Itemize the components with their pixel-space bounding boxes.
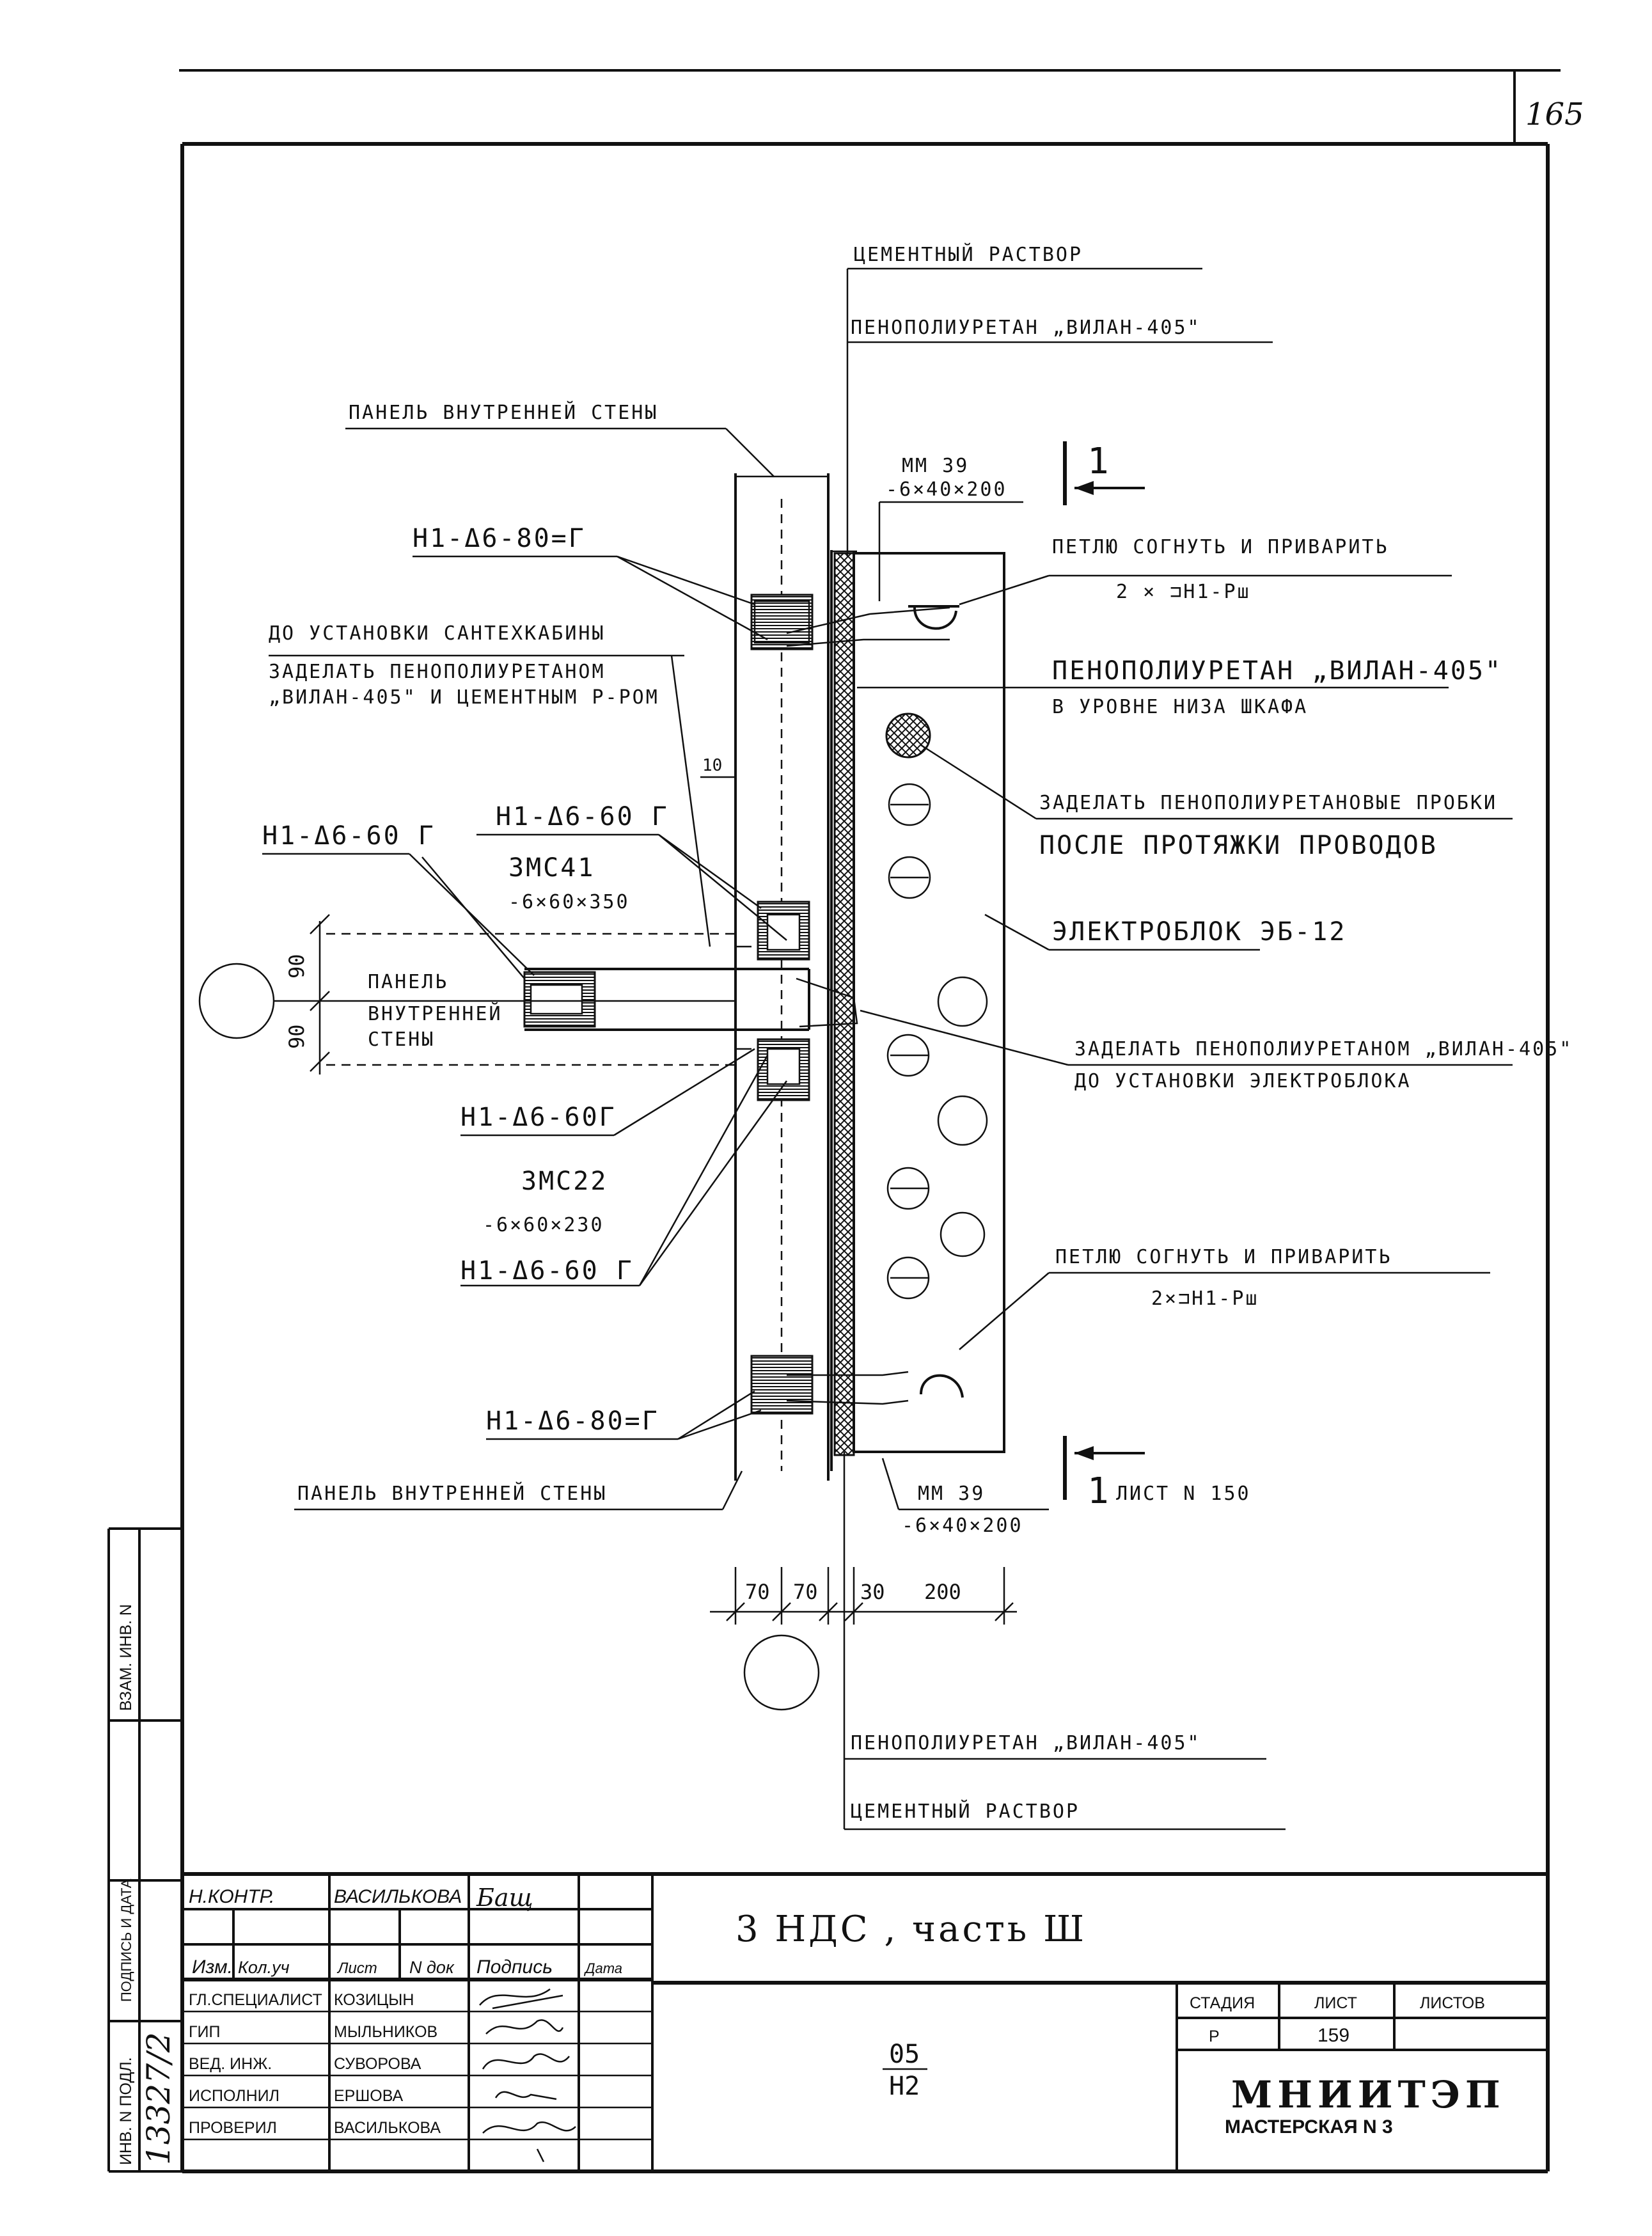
- label-mm39-top: ММ 39: [902, 455, 969, 477]
- tb-row-role: ВЕД. ИНЖ.: [189, 2055, 272, 2073]
- label-seal-eblock-1: ЗАДЕЛАТЬ ПЕНОПОЛИУРЕТАНОМ „ВИЛАН-405": [1074, 1038, 1573, 1060]
- tb-row-name: МЫЛЬНИКОВ: [334, 2023, 437, 2041]
- label-panel-inner-3: СТЕНЫ: [368, 1028, 435, 1051]
- label-dim-30: 30: [860, 1580, 885, 1604]
- label-plugs-1: ЗАДЕЛАТЬ ПЕНОПОЛИУРЕТАНОВЫЕ ПРОБКИ: [1039, 792, 1497, 814]
- axis-circle-bottom: [743, 1634, 820, 1711]
- tb-row-role: ПРОВЕРИЛ: [189, 2119, 277, 2137]
- tb-stage: Р: [1209, 2027, 1220, 2045]
- tb-row-name: СУВОРОВА: [334, 2055, 421, 2073]
- label-foam-cabinet-2: В УРОВНЕ НИЗА ШКАФА: [1052, 696, 1308, 718]
- label-dim-70-a: 70: [745, 1580, 770, 1604]
- signature-marks: [479, 1988, 576, 2162]
- label-loop-bottom-spec: 2×⊐Н1-Рш: [1151, 1287, 1259, 1310]
- label-zmc22-size: -6×60×230: [483, 1214, 604, 1236]
- tb-org-dept: МАСТЕРСКАЯ N 3: [1225, 2116, 1393, 2138]
- label-h1-80-top: Н1-Δ6-80=Г: [413, 524, 586, 553]
- label-panel-top: ПАНЕЛЬ ВНУТРЕННЕЙ СТЕНЫ: [349, 401, 658, 424]
- label-dim-90-a: 90: [285, 954, 309, 979]
- tb-col-data: Дата: [583, 1960, 622, 1976]
- leader-lines: [262, 267, 1513, 1831]
- label-loop-top-spec: 2 × ⊐Н1-Рш: [1116, 581, 1251, 603]
- label-panel-inner-1: ПАНЕЛЬ: [368, 971, 448, 993]
- label-dim-90-b: 90: [285, 1024, 309, 1049]
- label-plugs-2: ПОСЛЕ ПРОТЯЖКИ ПРОВОДОВ: [1039, 831, 1438, 860]
- tb-org-name: МНИИТЭП: [1231, 2073, 1506, 2116]
- label-foam-cabinet-1: ПЕНОПОЛИУРЕТАН „ВИЛАН-405": [1052, 656, 1502, 686]
- label-h1-60-bottom: Н1-Δ6-60 Г: [460, 1256, 634, 1286]
- label-before-cabin-3: „ВИЛАН-405" И ЦЕМЕНТНЫМ Р-РОМ: [269, 686, 659, 709]
- label-panel-bottom: ПАНЕЛЬ ВНУТРЕННЕЙ СТЕНЫ: [297, 1482, 607, 1505]
- tb-row-role: ГЛ.СПЕЦИАЛИСТ: [189, 1991, 322, 2009]
- label-mm39-top-size: -6×40×200: [886, 478, 1007, 501]
- tb-row-name: КОЗИЦЫН: [334, 1991, 414, 2009]
- label-cement-bottom: ЦЕМЕНТНЫЙ РАСТВОР: [851, 1800, 1080, 1823]
- side-stamp: ВЗАМ. ИНВ. N ПОДПИСЬ И ДАТА ИНВ. N ПОДЛ.…: [107, 1527, 182, 2173]
- tb-col-podpis: Подпись: [476, 1956, 553, 1978]
- lower-anchor: [750, 1355, 964, 1415]
- label-dim-200: 200: [924, 1580, 961, 1604]
- stamp-inv-orig: ИНВ. N ПОДЛ.: [117, 2057, 135, 2165]
- label-dim-70-b: 70: [793, 1580, 818, 1604]
- label-foam-bottom: ПЕНОПОЛИУРЕТАН „ВИЛАН-405": [851, 1732, 1201, 1754]
- label-h1-60-lower: Н1-Δ6-60Г: [460, 1103, 617, 1132]
- label-eblock: ЭЛЕКТРОБЛОК ЭБ-12: [1052, 917, 1346, 947]
- label-section-top: 1: [1087, 441, 1111, 482]
- section-marks: [1063, 441, 1145, 1500]
- label-h1-80-bottom: Н1-Δ6-80=Г: [486, 1406, 659, 1436]
- label-section-bottom: 1: [1087, 1470, 1111, 1512]
- stamp-inv-replace: ВЗАМ. ИНВ. N: [117, 1604, 135, 1711]
- tb-row-name: ВАСИЛЬКОВА: [334, 2119, 441, 2137]
- dimension-lines: [310, 776, 1017, 1625]
- tb-row-name: ЕРШОВА: [334, 2087, 404, 2105]
- label-cement-top: ЦЕМЕНТНЫЙ РАСТВОР: [854, 243, 1083, 266]
- axis-circle-left: [198, 963, 275, 1039]
- tb-sheet-label: ЛИСТ: [1314, 1994, 1357, 2012]
- tb-norm-control-role: Н.КОНТР.: [189, 1886, 274, 1907]
- tb-col-ndok: N док: [409, 1958, 455, 1977]
- label-dim-10: 10: [702, 756, 722, 775]
- label-h1-60-mid: Н1-Δ6-60 Г: [496, 802, 669, 831]
- stamp-sign-date: ПОДПИСЬ И ДАТА: [118, 1878, 134, 2002]
- page-number: 165: [1525, 97, 1584, 132]
- tb-col-kol: Кол.уч: [238, 1958, 290, 1977]
- label-h1-60-left: Н1-Δ6-60 Г: [262, 821, 436, 851]
- label-foam-top: ПЕНОПОЛИУРЕТАН „ВИЛАН-405": [851, 317, 1201, 339]
- tb-col-izm: Изм.: [192, 1956, 233, 1978]
- upper-anchor: [750, 594, 959, 650]
- label-before-cabin-1: ДО УСТАНОВКИ САНТЕХКАБИНЫ: [269, 622, 606, 645]
- label-mm39-bottom-size: -6×40×200: [902, 1515, 1023, 1537]
- label-mm39-bottom: ММ 39: [918, 1483, 985, 1505]
- label-panel-inner-2: ВНУТРЕННЕЙ: [368, 1002, 503, 1025]
- label-zmc22: ЗМС22: [521, 1167, 608, 1196]
- stamp-inv-number: 13327/2: [140, 2032, 177, 2165]
- title-block: Н.КОНТР. ВАСИЛЬКОВА Бащ Изм. Кол.уч Лист…: [182, 1872, 1548, 2171]
- label-sheet-ref: ЛИСТ N 150: [1116, 1483, 1251, 1505]
- tb-code-bottom: Н2: [889, 2072, 920, 2101]
- tb-sheets-label: ЛИСТОВ: [1420, 1994, 1485, 2012]
- label-zmc41-size: -6×60×350: [508, 891, 630, 913]
- label-loop-bottom: ПЕТЛЮ СОГНУТЬ И ПРИВАРИТЬ: [1055, 1246, 1392, 1268]
- annotations: ЦЕМЕНТНЫЙ РАСТВОР ПЕНОПОЛИУРЕТАН „ВИЛАН-…: [262, 243, 1573, 1823]
- label-before-cabin-2: ЗАДЕЛАТЬ ПЕНОПОЛИУРЕТАНОМ: [269, 661, 606, 683]
- tb-norm-control-name: ВАСИЛЬКОВА: [334, 1886, 462, 1907]
- tb-row-role: ГИП: [189, 2023, 220, 2041]
- tb-doc-title: 3 НДС , часть Ш: [736, 1909, 1087, 1950]
- tb-stage-label: СТАДИЯ: [1190, 1994, 1255, 2012]
- cable-holes: [885, 713, 988, 1300]
- label-loop-top: ПЕТЛЮ СОГНУТЬ И ПРИВАРИТЬ: [1052, 536, 1389, 558]
- middle-anchors: [523, 901, 858, 1101]
- label-zmc41: ЗМС41: [508, 853, 595, 883]
- tb-col-list: Лист: [336, 1960, 377, 1977]
- tb-sheet: 159: [1318, 2025, 1349, 2046]
- label-seal-eblock-2: ДО УСТАНОВКИ ЭЛЕКТРОБЛОКА: [1074, 1070, 1412, 1092]
- tb-row-role: ИСПОЛНИЛ: [189, 2087, 279, 2105]
- tb-code-top: 05: [889, 2040, 920, 2069]
- sheet-frame: [179, 69, 1561, 2173]
- tb-norm-control-sign: Бащ: [476, 1884, 533, 1912]
